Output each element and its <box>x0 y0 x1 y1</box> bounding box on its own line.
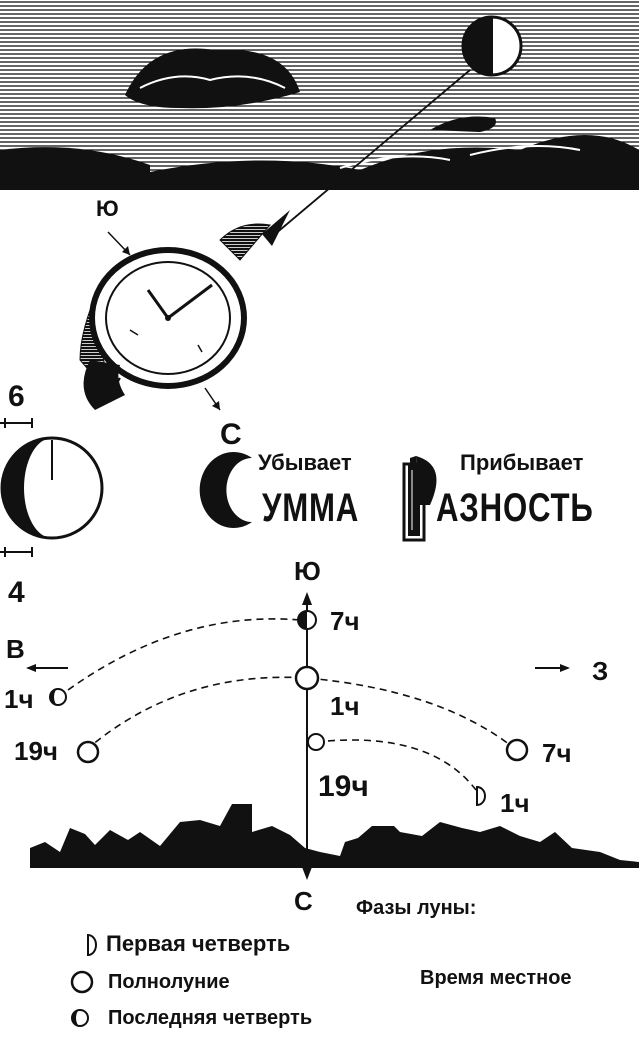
compass-north-label: С <box>220 418 242 451</box>
disc-lower-mark: 4 <box>8 576 25 609</box>
moon-center-lower <box>307 733 325 751</box>
hour-hand <box>146 289 170 319</box>
compass-south-label: Ю <box>96 196 119 221</box>
waxing-label: Прибывает <box>460 450 584 475</box>
last-quarter-path <box>315 739 477 791</box>
chart-south-label: Ю <box>294 556 321 586</box>
waxing-word: АЗНОСТЬ <box>436 486 594 530</box>
moon-path-chart <box>26 592 570 880</box>
legend-item-first-quarter: Первая четверть <box>106 931 291 956</box>
legend-symbols <box>70 933 97 1027</box>
full-moon-symbol <box>70 970 94 994</box>
full-moon-center <box>294 665 320 691</box>
time-west-right: 7ч <box>542 738 572 768</box>
first-quarter-path <box>67 618 301 691</box>
legend-item-last-quarter: Последняя четверть <box>108 1007 313 1029</box>
chart-west-label: З <box>592 656 609 686</box>
lunar-disc-figure <box>0 418 104 557</box>
full-moon-path <box>85 676 515 751</box>
time-upper-top: 7ч <box>330 606 360 636</box>
time-east-left: 1ч <box>4 684 34 714</box>
chart-north-label: С <box>294 886 313 916</box>
crescent-letter-s <box>199 452 252 528</box>
time-east-bottom: 19ч <box>14 736 59 766</box>
dark-cloud <box>125 48 300 109</box>
legend-note: Время местное <box>420 967 572 989</box>
left-hill <box>0 147 150 190</box>
moon-east-lower <box>76 740 100 764</box>
disc-upper-mark: 6 <box>8 380 25 413</box>
time-west-bottom: 1ч <box>500 788 530 818</box>
first-quarter-symbol <box>87 933 97 957</box>
moon-in-sky <box>461 15 523 77</box>
chart-east-label: В <box>6 634 25 664</box>
waning-word: УММА <box>262 486 360 530</box>
sky-landscape-illustration <box>0 0 639 190</box>
city-skyline <box>30 804 639 868</box>
right-hills <box>150 135 639 190</box>
small-cloud <box>430 116 496 132</box>
moon-east-upper <box>49 688 67 706</box>
watch-illustration <box>79 223 271 410</box>
stick-letter-r <box>402 456 437 542</box>
moon-upper-top <box>297 610 317 630</box>
moon-west <box>505 738 529 762</box>
last-quarter-symbol <box>71 1009 89 1027</box>
minute-hand <box>167 283 213 320</box>
moon-west-lower <box>476 785 486 807</box>
time-full-center: 1ч <box>330 691 360 721</box>
legend-title: Фазы луны: <box>356 897 477 919</box>
waning-label: Убывает <box>258 450 352 475</box>
legend-item-full-moon: Полнолуние <box>108 971 230 993</box>
sightline <box>267 69 471 241</box>
time-center-lower: 19ч <box>318 770 369 803</box>
